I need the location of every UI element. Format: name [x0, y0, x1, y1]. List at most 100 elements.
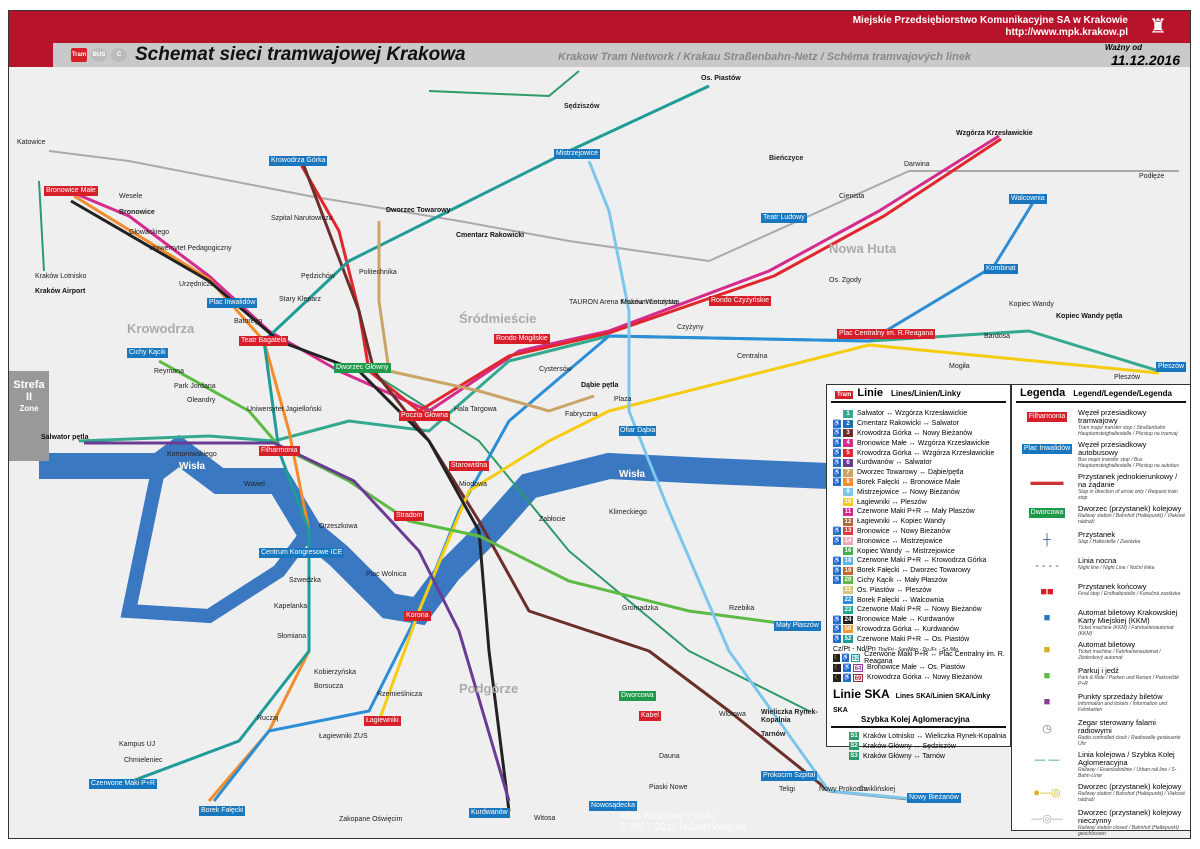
- stop-label[interactable]: Wesele: [119, 193, 143, 200]
- hub-krakow-airport[interactable]: Kraków Airport: [35, 288, 86, 295]
- stop-label[interactable]: Zakopane Oświęcim: [339, 816, 403, 823]
- stop-label[interactable]: Nowy Prokocim: [819, 786, 868, 793]
- hub-mistrzejowice[interactable]: Mistrzejowice: [554, 149, 601, 159]
- stop-label[interactable]: Katowice: [17, 139, 46, 146]
- hub-poczta-glowna[interactable]: Poczta Główna: [399, 411, 451, 421]
- stop-label[interactable]: Darwina: [904, 161, 930, 168]
- stop-label[interactable]: Kampus UJ: [119, 741, 156, 748]
- hub-dworzec-towarowy[interactable]: Dworzec Towarowy: [386, 207, 451, 214]
- hub-walcownia[interactable]: Walcownia: [1009, 194, 1047, 204]
- stop-label[interactable]: Hala Targowa: [454, 406, 497, 413]
- hub-centrum-kongresowe[interactable]: Centrum Kongresowe ICE: [259, 548, 345, 558]
- stop-label[interactable]: Tarnów: [761, 731, 786, 738]
- stop-label[interactable]: Czyżyny: [677, 324, 704, 331]
- stop-label[interactable]: Bieńczyce: [769, 155, 804, 162]
- stop-label[interactable]: Łagiewniki ZUS: [319, 733, 368, 740]
- hub-cmentarz-rakowicki[interactable]: Cmentarz Rakowicki: [456, 232, 525, 239]
- hub-czerwone-maki[interactable]: Czerwone Maki P+R: [89, 779, 157, 789]
- stop-label[interactable]: Głowackiego: [129, 229, 170, 236]
- stop-label[interactable]: Słomiana: [277, 633, 307, 640]
- hub-stradom[interactable]: Stradom: [394, 511, 425, 521]
- hub-nowosadecka[interactable]: Nowosądecka: [589, 801, 637, 811]
- stop-label[interactable]: Kobierzyńska: [314, 669, 357, 676]
- stop-label[interactable]: Bardosa: [984, 333, 1011, 340]
- hub-rondo-mogilskie[interactable]: Rondo Mogilskie: [494, 334, 550, 344]
- hub-kombinat[interactable]: Kombinat: [984, 264, 1018, 274]
- hub-wzgorza-krzeslawickie[interactable]: Wzgórza Krzesławickie: [956, 130, 1033, 137]
- hub-bronowice-male[interactable]: Bronowice Małe: [44, 186, 98, 196]
- stop-label[interactable]: Mogiła: [949, 363, 970, 370]
- hub-prokocim-szpital[interactable]: Prokocim Szpital: [761, 771, 818, 781]
- stop-label[interactable]: Wawel: [244, 481, 265, 488]
- stop-label[interactable]: Ćwiklińskiej: [859, 786, 896, 793]
- hub-os-piastow[interactable]: Os. Piastów: [701, 75, 741, 82]
- stop-label[interactable]: Kopiec Wandy: [1009, 301, 1054, 308]
- stop-label[interactable]: Miodowa: [459, 481, 488, 488]
- stop-label[interactable]: Stary Kleparz: [279, 296, 322, 303]
- stop-label[interactable]: Pędzichów: [301, 273, 335, 280]
- hub-salwator-petla[interactable]: Salwator pętla: [41, 434, 89, 441]
- hub-lagiewniki[interactable]: Łagiewniki: [364, 716, 401, 726]
- hub-teatr-bagatela[interactable]: Teatr Bagatela: [239, 336, 289, 346]
- hub-plac-inwalidow[interactable]: Plac Inwalidów: [207, 298, 258, 308]
- stop-label[interactable]: Ofiar Dąbia: [619, 426, 657, 436]
- stop-label[interactable]: TAURON Arena Kraków Wieczysta: [569, 299, 678, 306]
- hub-krowodrza-gorka[interactable]: Krowodrza Górka: [269, 156, 328, 166]
- stop-label[interactable]: Uniwersytet Jagielloński: [247, 406, 322, 413]
- stop-label[interactable]: Bronowice: [119, 209, 155, 216]
- stop-label[interactable]: Uniwersytet Pedagogiczny: [149, 245, 232, 252]
- hub-korona[interactable]: Korona: [404, 611, 431, 621]
- stop-label[interactable]: Klimeckiego: [609, 509, 647, 516]
- hub-pleszow[interactable]: Pleszów: [1156, 362, 1187, 372]
- stop-label[interactable]: Sędziszów: [564, 103, 600, 110]
- stop-label[interactable]: Komorowskiego: [167, 451, 217, 458]
- stop-label[interactable]: Kapelanka: [274, 603, 308, 610]
- stop-label[interactable]: Zabłocie: [539, 516, 566, 523]
- stop-label[interactable]: Dauna: [659, 753, 680, 760]
- organization-url[interactable]: http://www.mpk.krakow.pl: [1005, 27, 1128, 38]
- hub-borek-falecki[interactable]: Borek Fałęcki: [199, 806, 246, 816]
- stop-label[interactable]: Plaza: [614, 396, 632, 403]
- hub-kabel[interactable]: Kabel: [639, 711, 661, 721]
- stop-label[interactable]: Politechnika: [359, 269, 397, 276]
- stop-label[interactable]: Os. Zgody: [829, 277, 862, 284]
- stop-label[interactable]: Batorego: [234, 318, 263, 325]
- hub-dabie-petla[interactable]: Dąbie pętla: [581, 382, 619, 389]
- stop-label[interactable]: Cienista: [839, 193, 865, 200]
- stop-label[interactable]: Wlotowa: [719, 711, 746, 718]
- stop-label[interactable]: Fabryczna: [565, 411, 598, 418]
- stop-label[interactable]: Centralna: [737, 353, 768, 360]
- stop-label[interactable]: Muzeum Lotnictwa: [621, 299, 680, 306]
- stop-label[interactable]: Kraków Lotnisko: [35, 273, 87, 280]
- hub-kurdwanow[interactable]: Kurdwanów: [469, 808, 510, 818]
- hub-plac-centralny[interactable]: Plac Centralny im. R.Reagana: [837, 329, 936, 339]
- stop-label[interactable]: Borsucza: [314, 683, 344, 690]
- hub-starowislna[interactable]: Starowiślna: [449, 461, 490, 471]
- stop-label[interactable]: Chmieleniec: [124, 757, 163, 764]
- hub-dworzec-glowny[interactable]: Dworzec Główny: [334, 363, 391, 373]
- stop-label[interactable]: Rzemieślnicza: [377, 691, 423, 698]
